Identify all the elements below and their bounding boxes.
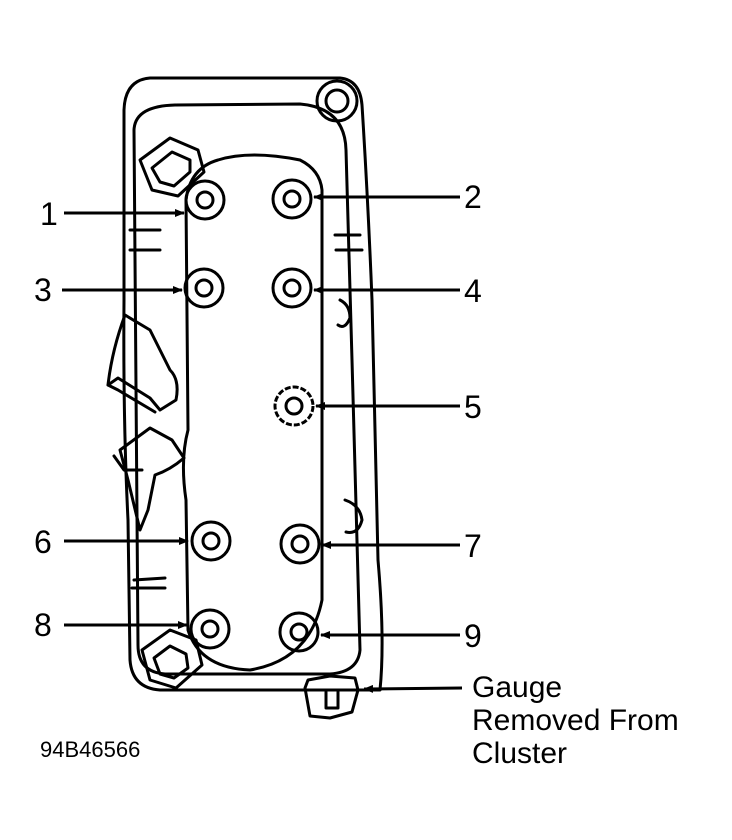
callout-1: 1	[40, 196, 58, 232]
callout-9: 9	[464, 618, 482, 654]
stud-5	[273, 385, 315, 427]
stud-7	[279, 523, 321, 565]
callout-labels: 1 2 3 4 5 6 7 8 9	[34, 179, 482, 654]
stud-1	[184, 179, 226, 221]
gauge-caption: Gauge Removed From Cluster	[472, 671, 679, 770]
arrow-gauge	[363, 684, 463, 693]
callout-7: 7	[464, 528, 482, 564]
callout-8: 8	[34, 607, 52, 643]
figure-code: 94B46566	[40, 737, 140, 762]
stud-3	[183, 267, 225, 309]
callout-4: 4	[464, 273, 482, 309]
stud-9	[278, 611, 320, 653]
gauge-housing	[106, 76, 384, 720]
leader-arrows	[62, 193, 463, 693]
callout-3: 3	[34, 272, 52, 308]
stud-2	[271, 178, 313, 220]
callout-2: 2	[464, 179, 482, 215]
gauge-caption-line-3: Cluster	[472, 737, 567, 770]
stud-4	[271, 267, 313, 309]
stud-8	[189, 608, 231, 650]
gauge-caption-line-1: Gauge	[472, 671, 562, 704]
stud-6	[190, 520, 232, 562]
callout-5: 5	[464, 389, 482, 425]
mounting-studs	[183, 178, 321, 653]
callout-6: 6	[34, 524, 52, 560]
gauge-caption-line-2: Removed From	[472, 704, 679, 737]
